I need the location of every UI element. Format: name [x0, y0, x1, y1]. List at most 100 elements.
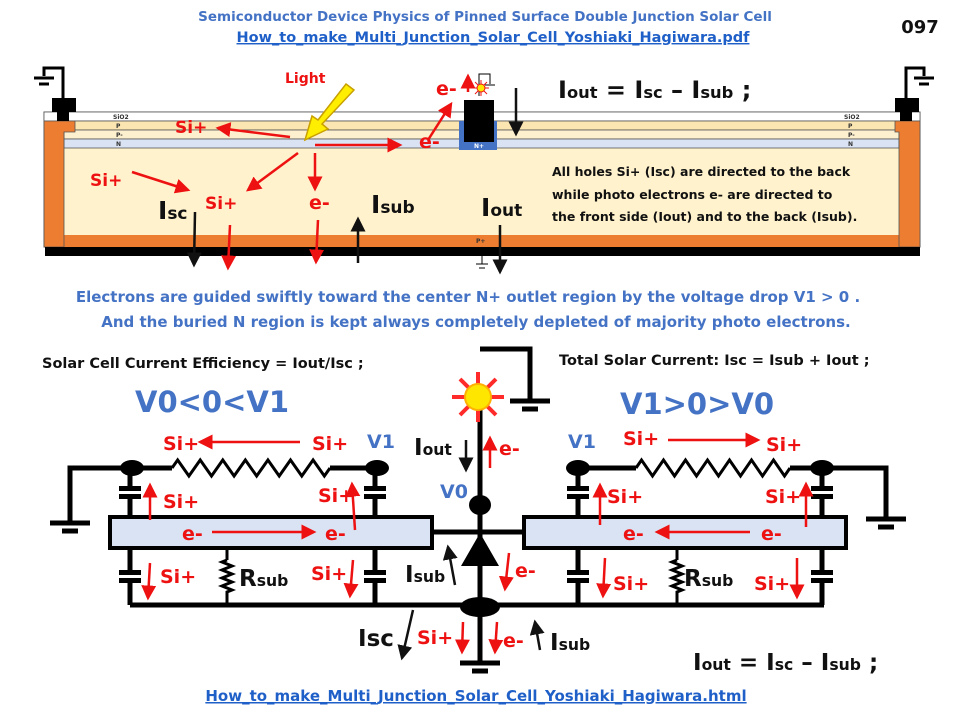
left-contact	[52, 98, 76, 112]
red-arrow-icon	[488, 621, 504, 655]
isub-label: Isub	[405, 562, 445, 588]
explanation-line: Electrons are guided swiftly toward the …	[76, 288, 860, 306]
p-plus-label: P+	[476, 238, 485, 245]
p-label: P	[116, 123, 121, 130]
resistor-icon	[170, 457, 332, 479]
back-ground-icon	[476, 256, 488, 269]
n-label: N	[848, 141, 853, 148]
electron-label: e-	[436, 78, 457, 100]
ground-icon	[50, 520, 90, 534]
rsub-label: Rsub	[684, 566, 733, 592]
ground-icon	[866, 516, 906, 530]
red-arrow-icon	[498, 552, 514, 592]
ground-icon	[914, 76, 934, 86]
hole-label: Si+	[607, 486, 643, 508]
sun-ground-wire	[480, 346, 533, 400]
p-plus-layer	[44, 235, 920, 247]
black-arrow-icon	[397, 609, 415, 661]
back-contact	[45, 247, 920, 256]
equivalent-circuit: Solar Cell Current Efficiency = Iout/Isc…	[42, 346, 906, 676]
hole-label: Si+	[766, 434, 802, 456]
isub-label: Isub	[371, 190, 415, 219]
red-arrow-icon	[426, 101, 453, 141]
left-ground-wire	[67, 465, 132, 522]
right-voltage-condition: V1>0>V0	[620, 387, 774, 421]
red-arrow-icon	[596, 557, 612, 599]
right-p-plus-wall	[894, 120, 921, 248]
red-arrow-icon	[141, 562, 157, 601]
left-contact-plug	[57, 112, 69, 121]
html-link[interactable]: How_to_make_Multi_Junction_Solar_Cell_Yo…	[205, 687, 746, 705]
isub-label: Isub	[550, 630, 590, 656]
red-arrow-icon	[343, 559, 359, 599]
page-number: 097	[901, 17, 939, 38]
note-line: the front side (Iout) and to the back (I…	[552, 209, 857, 224]
pdf-link[interactable]: How_to_make_Multi_Junction_Solar_Cell_Yo…	[237, 30, 751, 46]
bottom-node	[460, 597, 500, 617]
rsub-resistor-icon	[217, 548, 237, 605]
resistor-icon	[634, 457, 792, 479]
p-label: P	[848, 123, 853, 130]
hole-label: Si+	[417, 627, 453, 649]
current-equation: Iout = Isc – Isub ;	[558, 76, 751, 104]
right-ground-wire	[822, 465, 889, 518]
hole-label: Si+	[623, 428, 659, 450]
electron-label: e-	[623, 523, 644, 545]
explanation-line: And the buried N region is kept always c…	[101, 313, 850, 331]
right-v1-node	[566, 460, 590, 476]
left-voltage-condition: V0<0<V1	[135, 385, 289, 419]
efficiency-formula: Solar Cell Current Efficiency = Iout/Isc…	[42, 356, 364, 372]
right-contact	[895, 98, 919, 112]
v1-label: V1	[367, 431, 395, 453]
v0-label: V0	[440, 481, 468, 503]
diode-icon	[461, 533, 499, 566]
black-arrow-icon	[529, 619, 545, 651]
cross-section: SiO2 P P- N SiO2 P P- N N+ P+ Light Si+ …	[34, 66, 934, 269]
right-contact-plug	[900, 112, 912, 121]
ground-icon	[34, 76, 54, 86]
hole-label: Si+	[754, 573, 790, 595]
small-sun-icon	[473, 80, 489, 96]
isc-label: Isc	[158, 196, 188, 225]
n-label: N	[116, 141, 121, 148]
electron-label: e-	[419, 131, 440, 153]
n-plus-contact	[464, 100, 494, 142]
rsub-resistor-icon	[667, 548, 687, 605]
v1-label: V1	[568, 431, 596, 453]
hole-label: Si+	[163, 491, 199, 513]
red-arrow-icon	[309, 219, 325, 265]
right-ground-wire	[904, 66, 926, 98]
red-arrow-icon	[245, 151, 299, 192]
hole-label: Si+	[160, 566, 196, 588]
v0-node	[469, 495, 491, 515]
electron-label: e-	[325, 523, 346, 545]
p-minus-label: P-	[848, 132, 855, 139]
hole-label: Si+	[175, 118, 207, 138]
page-title: Semiconductor Device Physics of Pinned S…	[198, 9, 772, 25]
electron-label: e-	[515, 560, 536, 582]
capacitor-icon	[364, 548, 386, 605]
hole-label: Si+	[90, 171, 122, 191]
red-arrow-icon	[131, 170, 191, 194]
hole-label: Si+	[765, 486, 801, 508]
rsub-label: Rsub	[239, 566, 288, 592]
light-arrow-icon	[303, 82, 356, 142]
n-plus-label: N+	[474, 143, 484, 150]
hole-label: Si+	[613, 573, 649, 595]
ground-icon	[460, 660, 500, 674]
capacitor-icon	[364, 468, 386, 517]
hole-label: Si+	[311, 563, 347, 585]
electron-label: e-	[503, 630, 524, 652]
electron-label: e-	[499, 438, 520, 460]
electron-label: e-	[309, 192, 330, 214]
red-arrow-icon	[454, 621, 470, 655]
note-line: while photo electrons e- are directed to	[552, 187, 833, 202]
capacitor-icon	[567, 468, 589, 517]
left-ground-wire	[42, 66, 65, 98]
red-arrow-icon	[221, 224, 237, 271]
capacitor-icon	[119, 468, 141, 517]
left-p-plus-wall	[43, 120, 76, 248]
black-arrow-icon	[186, 211, 202, 268]
electron-label: e-	[182, 523, 203, 545]
